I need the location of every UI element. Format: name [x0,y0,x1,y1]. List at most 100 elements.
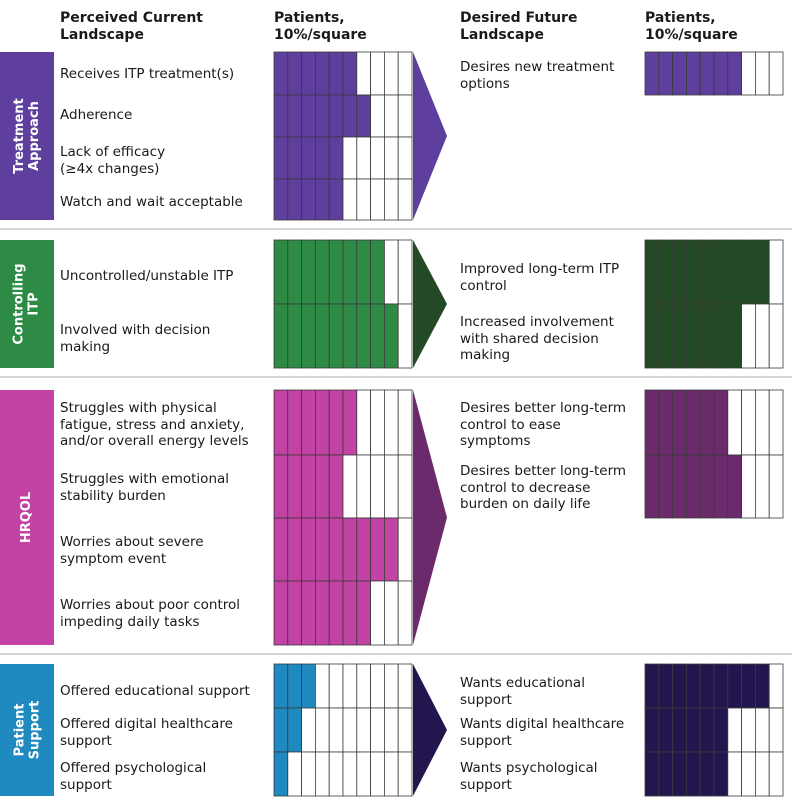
empty-square [741,454,756,519]
desired-row-label: Desires better long-term control to ease… [460,400,627,449]
filled-square [342,389,358,456]
section-label-0: Treatment Approach [0,52,54,220]
empty-square [383,751,399,797]
filled-square [658,239,673,305]
current-row-label: Receives ITP treatment(s) [60,66,235,82]
empty-square [755,707,770,753]
desired-bar [644,389,784,456]
header-current-landscape: Perceived Current Landscape [60,10,203,43]
empty-square [370,389,385,456]
desired-row-label: Desires better long-term control to decr… [460,463,627,512]
filled-square [342,94,358,138]
filled-square [672,707,687,753]
filled-square [314,239,330,305]
filled-square [644,454,660,519]
filled-square [713,389,729,456]
empty-square [397,303,413,369]
empty-square [768,51,784,96]
filled-square [287,94,302,138]
empty-square [356,454,371,519]
filled-square [383,517,399,582]
current-bar [273,454,413,519]
empty-square [383,51,399,96]
filled-square [713,663,729,709]
filled-square [383,303,399,369]
empty-square [328,663,344,709]
filled-square [699,751,715,797]
filled-square [314,51,330,96]
filled-square [741,663,756,709]
current-bar [273,389,413,456]
filled-square [342,51,358,96]
filled-square [755,239,770,305]
filled-square [672,663,687,709]
filled-square [741,239,756,305]
empty-square [755,454,770,519]
filled-square [287,389,302,456]
empty-square [741,707,756,753]
filled-square [328,136,344,180]
empty-square [727,389,742,456]
filled-square [658,454,673,519]
filled-square [713,751,729,797]
filled-square [699,454,715,519]
filled-square [686,751,701,797]
filled-square [699,239,715,305]
desired-row-label: Desires new treatment options [460,59,615,92]
filled-square [328,51,344,96]
empty-square [383,239,399,305]
empty-square [342,751,358,797]
filled-square [342,580,358,646]
empty-square [383,178,399,221]
empty-square [314,663,330,709]
empty-square [370,178,385,221]
filled-square [301,94,316,138]
filled-square [755,663,770,709]
filled-square [672,51,687,96]
current-bar [273,136,413,180]
filled-square [273,51,289,96]
filled-square [314,178,330,221]
filled-square [644,239,660,305]
filled-square [727,454,742,519]
empty-square [397,707,413,753]
empty-square [755,389,770,456]
filled-square [658,707,673,753]
desired-row-label: Improved long-term ITP control [460,261,620,294]
arrow-icon [413,390,447,645]
empty-square [328,751,344,797]
filled-square [658,389,673,456]
filled-square [273,517,289,582]
empty-square [342,707,358,753]
desired-bar [644,454,784,519]
filled-square [328,454,344,519]
current-bar [273,663,413,709]
filled-square [328,389,344,456]
filled-square [273,389,289,456]
filled-square [301,239,316,305]
current-row-label: Struggles with physical fatigue, stress … [60,400,249,449]
filled-square [672,389,687,456]
filled-square [342,239,358,305]
current-row-label: Uncontrolled/unstable ITP [60,268,234,284]
empty-square [314,707,330,753]
empty-square [301,751,316,797]
filled-square [301,580,316,646]
empty-square [328,707,344,753]
empty-square [356,389,371,456]
filled-square [686,239,701,305]
filled-square [356,239,371,305]
filled-square [644,663,660,709]
empty-square [755,51,770,96]
filled-square [672,751,687,797]
arrow-icon [413,664,447,796]
filled-square [356,517,371,582]
filled-square [644,303,660,369]
empty-square [397,580,413,646]
current-row-label: Struggles with emotional stability burde… [60,471,230,504]
current-bar [273,707,413,753]
section-label-3: Patient Support [0,664,54,796]
filled-square [287,707,302,753]
filled-square [713,454,729,519]
empty-square [356,663,371,709]
